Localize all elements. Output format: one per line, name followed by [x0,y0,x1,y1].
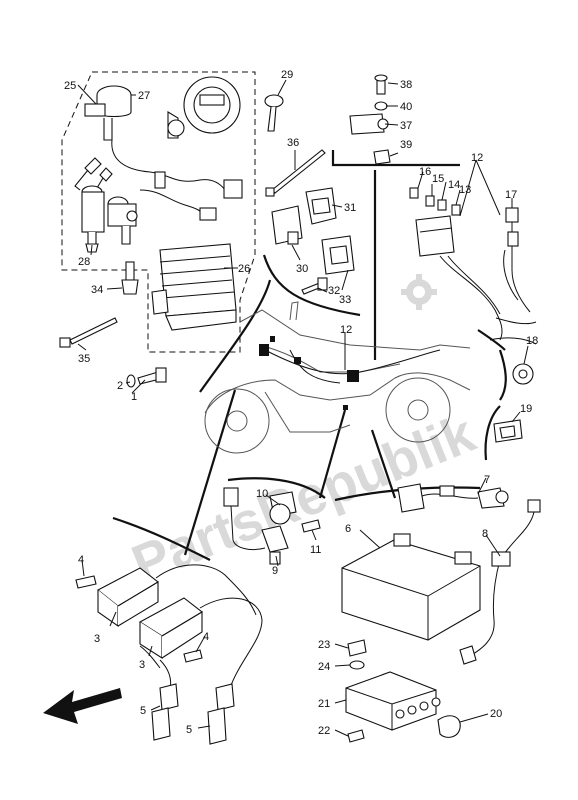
callout-20: 20 [490,708,502,720]
section-line [370,429,397,499]
bolt [121,261,139,295]
callout-35: 35 [78,353,90,365]
callout-18: 18 [526,335,538,347]
cable-band [59,317,118,348]
spark-plug-caps [139,645,235,745]
callout-4: 4 [203,631,209,643]
section-line [262,254,361,317]
callout-7: 7 [484,474,490,486]
fuse-box [409,187,531,341]
switch-connector [154,171,166,189]
section-line [199,279,272,393]
callout-27: 27 [138,90,150,102]
callout-3: 3 [94,633,100,645]
callout-8: 8 [482,528,488,540]
callout-26: 26 [238,263,250,275]
callout-38: 38 [400,79,412,91]
ignition-group-box [61,71,256,353]
switch-connector [223,179,243,199]
switch-wiring [139,189,206,216]
relay-holder [301,235,355,295]
ignition-coil-1 [75,564,257,628]
section-line [331,150,460,167]
callout-1: 1 [131,391,137,403]
callout-16: 16 [419,166,431,178]
callout-25: 25 [64,80,76,92]
section-line [484,405,501,461]
switch-wiring [111,139,226,191]
callout-17: 17 [505,189,517,201]
callout-10: 10 [256,488,268,500]
gear-icon [401,274,437,310]
section-line [498,349,507,401]
callout-24: 24 [318,661,330,673]
bolt-and-washer [126,367,167,388]
leader-lines [77,79,529,737]
callout-12: 12 [340,324,352,336]
sensor-assembly [349,74,391,165]
callout-15: 15 [432,173,444,185]
holder [493,419,523,443]
callout-23: 23 [318,639,330,651]
callout-34: 34 [91,284,103,296]
callout-11: 11 [310,544,321,556]
section-line [227,477,326,499]
ecu [151,243,237,331]
main-switch [84,85,132,141]
callout-labels: 1 2 3 3 4 4 5 5 6 7 8 9 10 11 12 12 13 1… [64,69,538,737]
rectifier-regulator [345,639,461,743]
callout-9: 9 [272,565,278,577]
callout-28: 28 [78,256,90,268]
callout-29: 29 [281,69,293,81]
callout-19: 19 [520,403,532,415]
lock-assembly [81,185,138,253]
callout-2: 2 [117,380,123,392]
callout-40: 40 [400,101,412,113]
callout-37: 37 [400,120,412,132]
motorcycle-silhouette [204,301,471,454]
key [264,94,284,132]
callout-39: 39 [400,139,412,151]
section-line [112,516,211,561]
callout-5: 5 [140,705,146,717]
speed-sensor [223,487,321,565]
callout-12: 12 [471,152,483,164]
cable-band [265,149,326,197]
callout-33: 33 [339,294,351,306]
switch-connector [199,207,217,221]
minus-lead [459,499,541,665]
wire-harness-branch [289,349,341,384]
relay-unit [271,187,337,245]
callout-6: 6 [345,523,351,535]
wire-harness [264,349,441,375]
section-line [318,409,347,499]
fuel-cap-lock [167,76,241,139]
callout-32: 32 [328,285,340,297]
ignition-coil-2 [138,597,263,689]
callout-21: 21 [318,698,330,710]
callout-22: 22 [318,725,330,737]
callout-13: 13 [459,184,471,196]
callout-4: 4 [78,554,84,566]
wire-harness [489,317,537,345]
section-line [477,329,506,351]
clamp [512,363,534,385]
front-direction-arrow-icon [43,688,122,724]
battery-lead [397,483,509,513]
callout-36: 36 [287,137,299,149]
battery [341,533,481,641]
callout-31: 31 [344,202,356,214]
section-line [183,389,237,556]
callout-30: 30 [296,263,308,275]
callout-14: 14 [448,179,460,191]
callout-5: 5 [186,724,192,736]
callout-3: 3 [139,659,145,671]
